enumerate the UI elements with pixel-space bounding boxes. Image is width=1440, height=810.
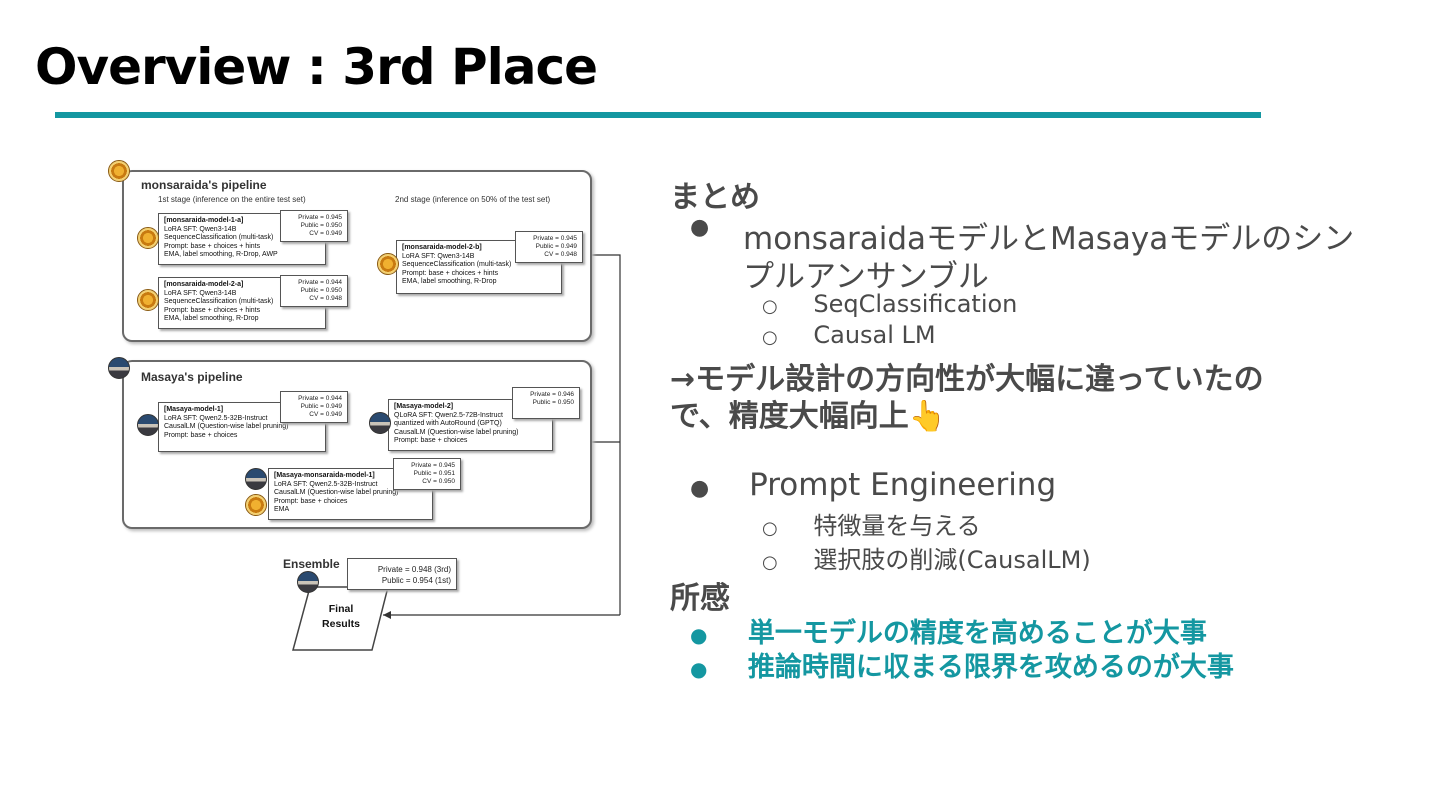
stage2-label: 2nd stage (inference on 50% of the test … xyxy=(395,195,551,204)
bullet-dot: ● xyxy=(690,623,708,647)
model-box-monsaraida-2b: [monsaraida-model-2-b] LoRA SFT: Qwen3-1… xyxy=(396,240,562,294)
bullet-ensemble-line2: プルアンサンブル xyxy=(743,259,989,295)
connector-arrowhead xyxy=(383,611,391,619)
joint-model-masaya-avatar xyxy=(245,468,267,490)
summary-heading: まとめ xyxy=(670,180,760,215)
bullet-dot: ● xyxy=(690,657,708,681)
sub-bullet-circle: ○ xyxy=(762,518,778,539)
connector-monsaraida xyxy=(588,254,621,615)
impression-item-2: ● 推論時間に収まる限界を攻めるのが大事 xyxy=(690,652,1234,683)
score-box-masaya-2: Private = 0.946 Public = 0.950 xyxy=(512,387,580,419)
score-box-masaya-1: Private = 0.944 Public = 0.949 CV = 0.94… xyxy=(280,391,348,423)
sub-bullet-circle: ○ xyxy=(762,327,778,348)
emphasis-line1: →モデル設計の方向性が大幅に違っていたの xyxy=(670,362,1264,397)
model-box-masaya-monsaraida-1: [Masaya-monsaraida-model-1] LoRA SFT: Qw… xyxy=(268,468,433,520)
monsaraida-1a-avatar xyxy=(137,227,159,249)
monsaraida-avatar xyxy=(108,160,130,182)
bullet-ensemble-line1: monsaraidaモデルとMasayaモデルのシン xyxy=(743,221,1355,257)
ensemble-score-box: Private = 0.948 (3rd) Public = 0.954 (1s… xyxy=(347,558,457,590)
joint-model-monsaraida-avatar xyxy=(245,494,267,516)
masaya-2-avatar xyxy=(369,412,391,434)
stage1-label: 1st stage (inference on the entire test … xyxy=(158,195,306,204)
monsaraida-2b-avatar xyxy=(377,253,399,275)
bullet-prompt-engineering: ● Prompt Engineering xyxy=(690,467,1057,503)
sub-bullet-causallm: ○ Causal LM xyxy=(762,321,936,349)
ensemble-label: Ensemble xyxy=(283,557,340,571)
sub-bullet-circle: ○ xyxy=(762,552,778,573)
slide-title: Overview : 3rd Place xyxy=(35,38,598,96)
emphasis-line2: で、精度大幅向上👆 xyxy=(670,399,947,434)
title-underline xyxy=(55,112,1261,118)
sub-bullet-features: ○ 特徴量を与える xyxy=(762,512,981,540)
ensemble-avatar xyxy=(297,571,319,593)
score-box-monsaraida-2a: Private = 0.944 Public = 0.950 CV = 0.94… xyxy=(280,275,348,307)
sub-bullet-seqclassification: ○ SeqClassification xyxy=(762,290,1018,318)
bullet-dot: ● xyxy=(690,215,710,240)
impression-item-1: ● 単一モデルの精度を高めることが大事 xyxy=(690,618,1207,649)
masaya-1-avatar xyxy=(137,414,159,436)
pipeline-diagram: monsaraida's pipeline 1st stage (inferen… xyxy=(100,155,660,665)
monsaraida-pipeline-title: monsaraida's pipeline xyxy=(141,178,267,192)
sub-bullet-choice-reduction: ○ 選択肢の削減(CausalLM) xyxy=(762,546,1091,574)
monsaraida-2a-avatar xyxy=(137,289,159,311)
final-results-label: Final Results xyxy=(322,603,360,630)
model-box-masaya-2: [Masaya-model-2] QLoRA SFT: Qwen2.5-72B-… xyxy=(388,399,553,451)
bullet-dot: ● xyxy=(690,476,710,501)
masaya-pipeline-title: Masaya's pipeline xyxy=(141,370,243,384)
score-box-monsaraida-2b: Private = 0.945 Public = 0.949 CV = 0.94… xyxy=(515,231,583,263)
score-box-monsaraida-1a: Private = 0.945 Public = 0.950 CV = 0.94… xyxy=(280,210,348,242)
sub-bullet-circle: ○ xyxy=(762,296,778,317)
impressions-heading: 所感 xyxy=(670,581,730,616)
score-box-masaya-monsaraida-1: Private = 0.945 Public = 0.951 CV = 0.95… xyxy=(393,458,461,490)
masaya-avatar xyxy=(108,357,130,379)
